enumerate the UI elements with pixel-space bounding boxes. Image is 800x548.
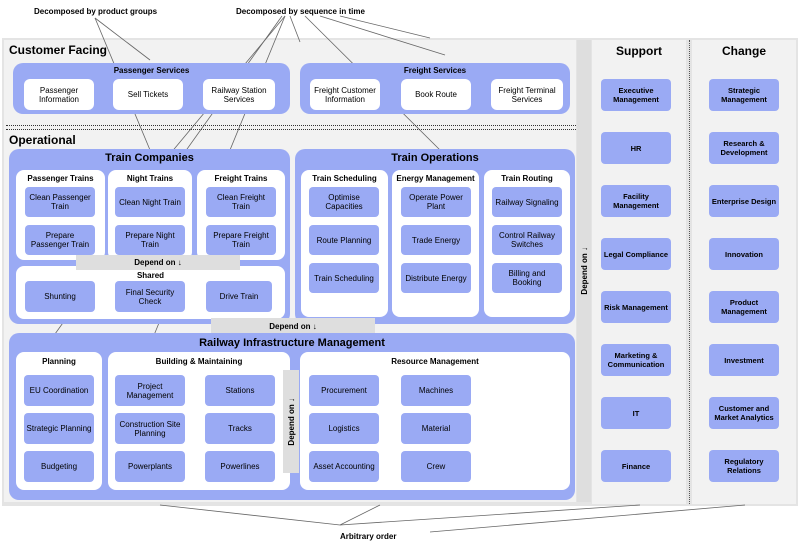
prepare-freight-train-box: Prepare Freight Train	[206, 225, 276, 255]
customer-facing-title: Customer Facing	[9, 43, 108, 57]
asset-accounting-box: Asset Accounting	[309, 451, 379, 482]
night-trains-title: Night Trains	[126, 174, 174, 183]
tracks-box: Tracks	[205, 413, 275, 444]
support-change-divider	[689, 40, 690, 504]
billing-and-booking-box: Billing and Booking	[492, 263, 562, 293]
logistics-box: Logistics	[309, 413, 379, 444]
marketing-communication-box: Marketing & Communication	[601, 344, 671, 376]
freight-terminal-services-box: Freight Terminal Services	[491, 79, 563, 110]
infrastructure-depend-on-label: Depend on ↓	[286, 397, 296, 446]
construction-site-planning-box: Construction Site Planning	[115, 413, 185, 444]
prepare-passenger-train-box: Prepare Passenger Train	[25, 225, 95, 255]
customer-operational-divider-2	[6, 129, 576, 130]
regulatory-relations-box: Regulatory Relations	[709, 450, 779, 482]
risk-management-box: Risk Management	[601, 291, 671, 323]
resource-management-title: Resource Management	[391, 357, 479, 366]
clean-passenger-train-box: Clean Passenger Train	[25, 187, 95, 217]
investment-box: Investment	[709, 344, 779, 376]
executive-management-box: Executive Management	[601, 79, 671, 111]
train-routing-title: Train Routing	[501, 174, 553, 183]
enterprise-design-box: Enterprise Design	[709, 185, 779, 217]
passenger-trains-title: Passenger Trains	[27, 174, 94, 183]
train-operations-title: Train Operations	[391, 152, 479, 164]
customer-operational-divider	[6, 125, 576, 126]
crew-box: Crew	[401, 451, 471, 482]
innovation-box: Innovation	[709, 238, 779, 270]
product-management-box: Product Management	[709, 291, 779, 323]
facility-management-box: Facility Management	[601, 185, 671, 217]
clean-freight-train-box: Clean Freight Train	[206, 187, 276, 217]
procurement-box: Procurement	[309, 375, 379, 406]
annotation-product-groups: Decomposed by product groups	[34, 7, 158, 16]
trade-energy-box: Trade Energy	[401, 225, 471, 255]
project-management-box: Project Management	[115, 375, 185, 406]
train-companies-title: Train Companies	[105, 152, 194, 164]
railway-signaling-box: Railway Signaling	[492, 187, 562, 217]
annotation-arbitrary-order: Arbitrary order	[340, 532, 397, 541]
research-development-box: Research & Development	[709, 132, 779, 164]
route-planning-box: Route Planning	[309, 225, 379, 255]
change-title: Change	[721, 44, 766, 58]
energy-management-title: Energy Management	[396, 174, 475, 183]
operational-depend-on: Depend on ↓	[211, 318, 375, 334]
optimise-capacities-box: Optimise Capacities	[309, 187, 379, 217]
prepare-night-train-box: Prepare Night Train	[115, 225, 185, 255]
passenger-information-box: Passenger Information	[24, 79, 94, 110]
freight-trains-title: Freight Trains	[214, 174, 268, 183]
infrastructure-depend-on: Depend on ↓	[283, 370, 299, 473]
hr-box: HR	[601, 132, 671, 164]
freight-customer-information-box: Freight Customer Information	[310, 79, 380, 110]
shared-title: Shared	[136, 271, 165, 280]
support-depend-on: Depend on ↓	[577, 40, 591, 502]
sell-tickets-box: Sell Tickets	[113, 79, 183, 110]
machines-box: Machines	[401, 375, 471, 406]
train-companies-depend-on: Depend on ↓	[76, 255, 240, 270]
budgeting-box: Budgeting	[24, 451, 94, 482]
finance-box: Finance	[601, 450, 671, 482]
annotation-sequence-in-time: Decomposed by sequence in time	[236, 7, 365, 16]
train-scheduling-box: Train Scheduling	[309, 263, 379, 293]
control-railway-switches-box: Control Railway Switches	[492, 225, 562, 255]
operate-power-plant-box: Operate Power Plant	[401, 187, 471, 217]
final-security-check-box: Final Security Check	[115, 281, 185, 312]
strategic-management-box: Strategic Management	[709, 79, 779, 111]
powerlines-box: Powerlines	[205, 451, 275, 482]
infrastructure-title: Railway Infrastructure Management	[199, 337, 385, 349]
material-box: Material	[401, 413, 471, 444]
passenger-services-title: Passenger Services	[113, 66, 190, 75]
railway-station-services-box: Railway Station Services	[203, 79, 275, 110]
distribute-energy-box: Distribute Energy	[401, 263, 471, 293]
train-scheduling-title: Train Scheduling	[312, 174, 377, 183]
powerplants-box: Powerplants	[115, 451, 185, 482]
clean-night-train-box: Clean Night Train	[115, 187, 185, 217]
freight-services-title: Freight Services	[403, 66, 467, 75]
shunting-box: Shunting	[25, 281, 95, 312]
it-box: IT	[601, 397, 671, 429]
eu-coordination-box: EU Coordination	[24, 375, 94, 406]
drive-train-box: Drive Train	[206, 281, 272, 312]
operational-title: Operational	[9, 133, 76, 147]
stations-box: Stations	[205, 375, 275, 406]
support-title: Support	[616, 44, 662, 58]
customer-market-analytics-box: Customer and Market Analytics	[709, 397, 779, 429]
building-maintaining-title: Building & Maintaining	[155, 357, 243, 366]
support-depend-on-label: Depend on ↓	[579, 247, 589, 295]
book-route-box: Book Route	[401, 79, 471, 110]
strategic-planning-box: Strategic Planning	[24, 413, 94, 444]
planning-title: Planning	[42, 357, 76, 366]
legal-compliance-box: Legal Compliance	[601, 238, 671, 270]
